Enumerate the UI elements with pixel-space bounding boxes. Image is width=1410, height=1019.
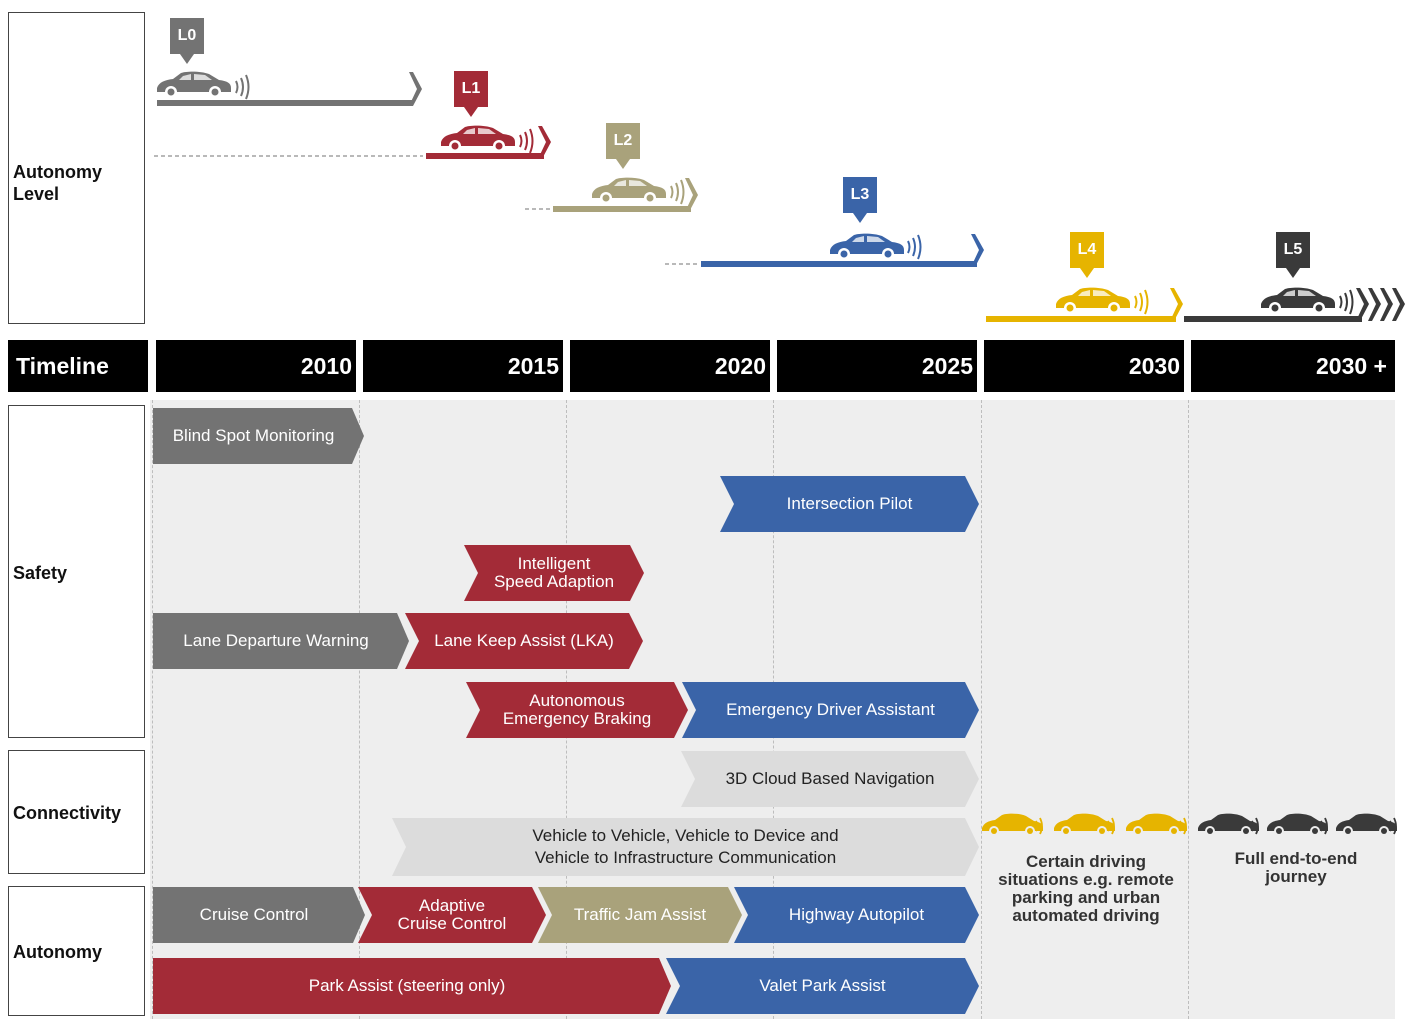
car-icon (1336, 813, 1397, 836)
level-badge-l3: L3 (843, 177, 877, 223)
level-track-l0 (157, 71, 422, 106)
safety-label: Safety (13, 563, 68, 583)
timeline-2030: 2030 (984, 340, 1184, 392)
bar-lane-departure-warning: Lane Departure Warning (153, 613, 409, 669)
caption-l5: Full end-to-end journey (1234, 849, 1358, 886)
row-label-autonomy: Autonomy (8, 886, 145, 1016)
bar-v2x-communication: Vehicle to Vehicle, Vehicle to Device an… (392, 818, 979, 876)
level-badge-l2-text: L2 (606, 123, 640, 159)
level-badge-l1: L1 (454, 71, 488, 117)
level-track-l4 (986, 287, 1183, 322)
future-cars (982, 813, 1397, 836)
bar-3d-cloud-navigation: 3D Cloud Based Navigation (681, 751, 979, 807)
row-label-autonomy-level: Autonomy Level (8, 12, 145, 324)
bar-lane-keep-assist: Lane Keep Assist (LKA) (405, 613, 643, 669)
bar-emergency-driver-assistant: Emergency Driver Assistant (682, 682, 979, 738)
bar-adaptive-cruise-control: Adaptive Cruise Control (358, 887, 546, 943)
timeline-2025: 2025 (777, 340, 977, 392)
car-icon (1267, 813, 1328, 836)
car-icon (982, 813, 1043, 836)
timeline-2015: 2015 (363, 340, 563, 392)
level-badge-l5: L5 (1276, 232, 1310, 278)
caption-l4: Certain driving situations e.g. remote p… (998, 852, 1174, 925)
bar-autonomous-emergency-braking: Autonomous Emergency Braking (466, 682, 688, 738)
autonomy-label: Autonomy (13, 942, 102, 962)
bar-intelligent-speed-adaption: Intelligent Speed Adaption (464, 545, 644, 601)
bar-valet-park-assist: Valet Park Assist (666, 958, 979, 1014)
level-badge-l0: L0 (170, 18, 204, 64)
level-badge-l1-text: L1 (454, 71, 488, 107)
bar-cruise-control: Cruise Control (153, 887, 365, 943)
car-icon (1054, 813, 1115, 836)
grid-line (152, 400, 153, 1019)
level-badge-l4-text: L4 (1070, 232, 1104, 268)
timeline-2030-plus: 2030 + (1191, 340, 1395, 392)
row-label-connectivity: Connectivity (8, 750, 145, 874)
timeline-2020: 2020 (570, 340, 770, 392)
bar-intersection-pilot: Intersection Pilot (720, 476, 979, 532)
bar-traffic-jam-assist: Traffic Jam Assist (538, 887, 742, 943)
car-icon (1198, 813, 1259, 836)
level-track-l5 (1184, 287, 1405, 322)
car-icon (1126, 813, 1187, 836)
timeline-2010: 2010 (156, 340, 356, 392)
grid-line (359, 400, 360, 1019)
autonomy-level-label: Autonomy Level (13, 162, 102, 204)
autonomy-level-tracks (154, 71, 1405, 322)
row-label-safety: Safety (8, 405, 145, 738)
level-badge-l2: L2 (606, 123, 640, 169)
level-badge-l4: L4 (1070, 232, 1104, 278)
level-badge-l0-text: L0 (170, 18, 204, 54)
timeline-label-cell: Timeline (8, 340, 148, 392)
bar-blind-spot-monitoring: Blind Spot Monitoring (153, 408, 364, 464)
level-track-l1 (426, 125, 551, 159)
level-track-l3 (701, 233, 984, 267)
grid-line (981, 400, 982, 1019)
connectivity-label: Connectivity (13, 803, 122, 823)
level-track-l2 (553, 177, 698, 212)
level-badge-l5-text: L5 (1276, 232, 1310, 268)
timeline-label: Timeline (16, 353, 109, 379)
level-badge-l3-text: L3 (843, 177, 877, 213)
bar-highway-autopilot: Highway Autopilot (734, 887, 979, 943)
bar-park-assist: Park Assist (steering only) (153, 958, 671, 1014)
grid-line (1188, 400, 1189, 1019)
